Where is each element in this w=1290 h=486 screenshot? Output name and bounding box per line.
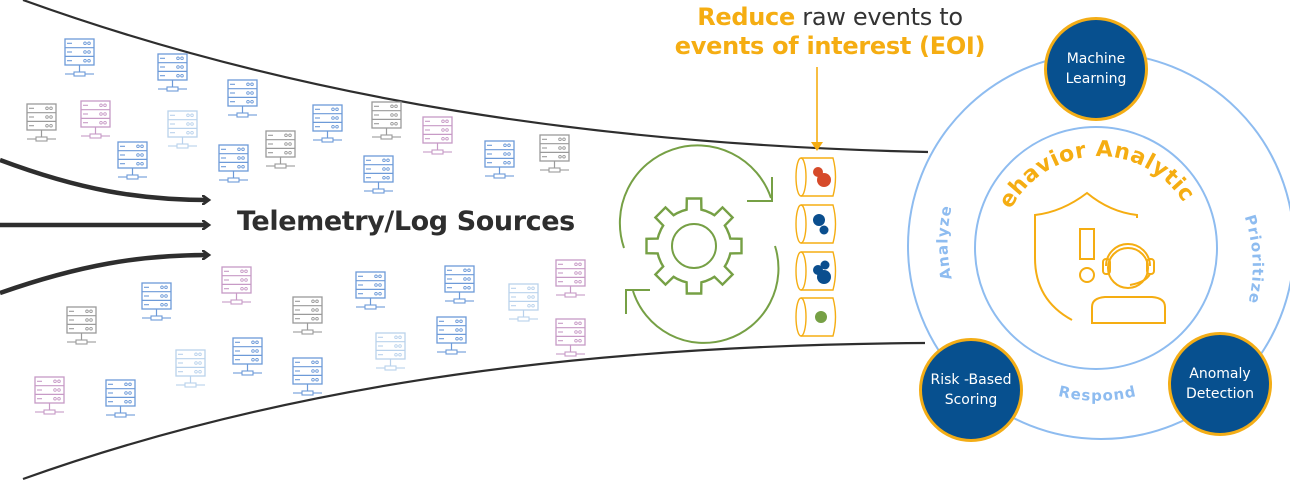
server-icon <box>444 265 475 304</box>
funnel-bottom-line <box>22 341 926 481</box>
gear-outline <box>645 197 743 295</box>
bucket-body <box>801 297 837 337</box>
eoi-caption-line1: Reduce raw events to <box>660 3 1000 31</box>
inner-cycle-ring <box>974 126 1218 370</box>
eoi-bucket <box>795 157 837 197</box>
gear-hub <box>671 223 717 269</box>
alert-bar <box>1079 228 1095 260</box>
event-dot <box>813 214 825 226</box>
server-icon <box>232 337 263 376</box>
event-dot <box>815 311 827 323</box>
server-icon <box>265 130 296 169</box>
refresh-arc-top <box>618 144 772 249</box>
server-icon <box>141 282 172 321</box>
bucket-body <box>801 204 837 244</box>
caption-accent-eoi: events of interest (EOI) <box>674 32 986 60</box>
server-icon <box>292 357 323 396</box>
headset-ear-right <box>1146 258 1155 275</box>
eoi-bucket <box>795 297 837 337</box>
bucket-end <box>795 157 807 197</box>
event-dot <box>817 270 831 284</box>
input-arrow-top <box>0 157 208 200</box>
refresh-arrowhead-top <box>747 177 773 202</box>
stage-prioritize: Prioritize <box>1241 213 1267 306</box>
shield-outline <box>1034 191 1138 321</box>
node-label-line1: Risk -Based <box>930 372 1012 388</box>
server-icon <box>64 38 95 77</box>
server-icon <box>175 349 206 388</box>
server-icon <box>66 306 97 345</box>
bucket-end <box>795 204 807 244</box>
eoi-buckets <box>795 157 837 337</box>
telemetry-sources-label: Telemetry/Log Sources <box>237 206 575 237</box>
server-icon <box>157 53 188 92</box>
server-icon <box>555 259 586 298</box>
input-arrow-bottom <box>0 255 208 296</box>
event-dot <box>820 260 830 270</box>
server-icon <box>363 155 394 194</box>
server-icon <box>221 266 252 305</box>
stage-respond: Respond <box>1057 382 1138 405</box>
server-icon <box>375 332 406 371</box>
node-label-line2: Detection <box>1185 386 1254 402</box>
node-label-line2: Scoring <box>944 392 998 408</box>
node-label-line2: Learning <box>1065 71 1127 87</box>
server-icon <box>227 79 258 118</box>
node-label-line1: Machine <box>1066 51 1126 67</box>
server-icon <box>422 116 453 155</box>
refresh-arc-bottom <box>632 245 780 344</box>
server-icon <box>539 134 570 173</box>
eoi-caption-line2: events of interest (EOI) <box>660 32 1000 60</box>
bucket-body <box>801 157 837 197</box>
server-icon <box>312 104 343 143</box>
server-icon <box>117 141 148 180</box>
funnel-top-line <box>22 0 929 154</box>
bucket-end <box>795 297 807 337</box>
bucket-body <box>801 251 837 291</box>
headset-ear-left <box>1102 258 1111 275</box>
eoi-bucket <box>795 204 837 244</box>
caption-plain-text: raw events to <box>794 3 963 31</box>
refresh-arrowhead-bottom <box>625 289 650 314</box>
server-icon <box>218 144 249 183</box>
gear-refresh-icon <box>618 144 780 344</box>
bucket-end <box>795 251 807 291</box>
server-icon <box>508 283 539 322</box>
server-icon <box>355 271 386 310</box>
headset-mic <box>1129 273 1151 286</box>
alert-dot <box>1079 267 1095 283</box>
analyst-shoulders <box>1091 296 1166 324</box>
event-dot <box>817 173 831 187</box>
server-icon <box>371 101 402 140</box>
server-icon <box>436 316 467 355</box>
node-label-line1: Anomaly <box>1189 366 1251 382</box>
server-icon <box>34 376 65 415</box>
caption-accent-reduce: Reduce <box>697 3 795 31</box>
event-dot <box>819 225 829 235</box>
server-icon <box>167 110 198 149</box>
eoi-bucket <box>795 251 837 291</box>
behavior-analytics-title: Behavior Analytics <box>0 0 1199 213</box>
server-icon <box>80 100 111 139</box>
server-icon <box>105 379 136 418</box>
analyst-shield-icon <box>1034 191 1166 324</box>
stage-analyze: Analyze <box>933 203 955 281</box>
server-icon <box>484 140 515 179</box>
headset-band <box>1105 243 1151 267</box>
server-icon <box>292 296 323 335</box>
server-icon <box>555 318 586 357</box>
server-icon <box>26 103 57 142</box>
